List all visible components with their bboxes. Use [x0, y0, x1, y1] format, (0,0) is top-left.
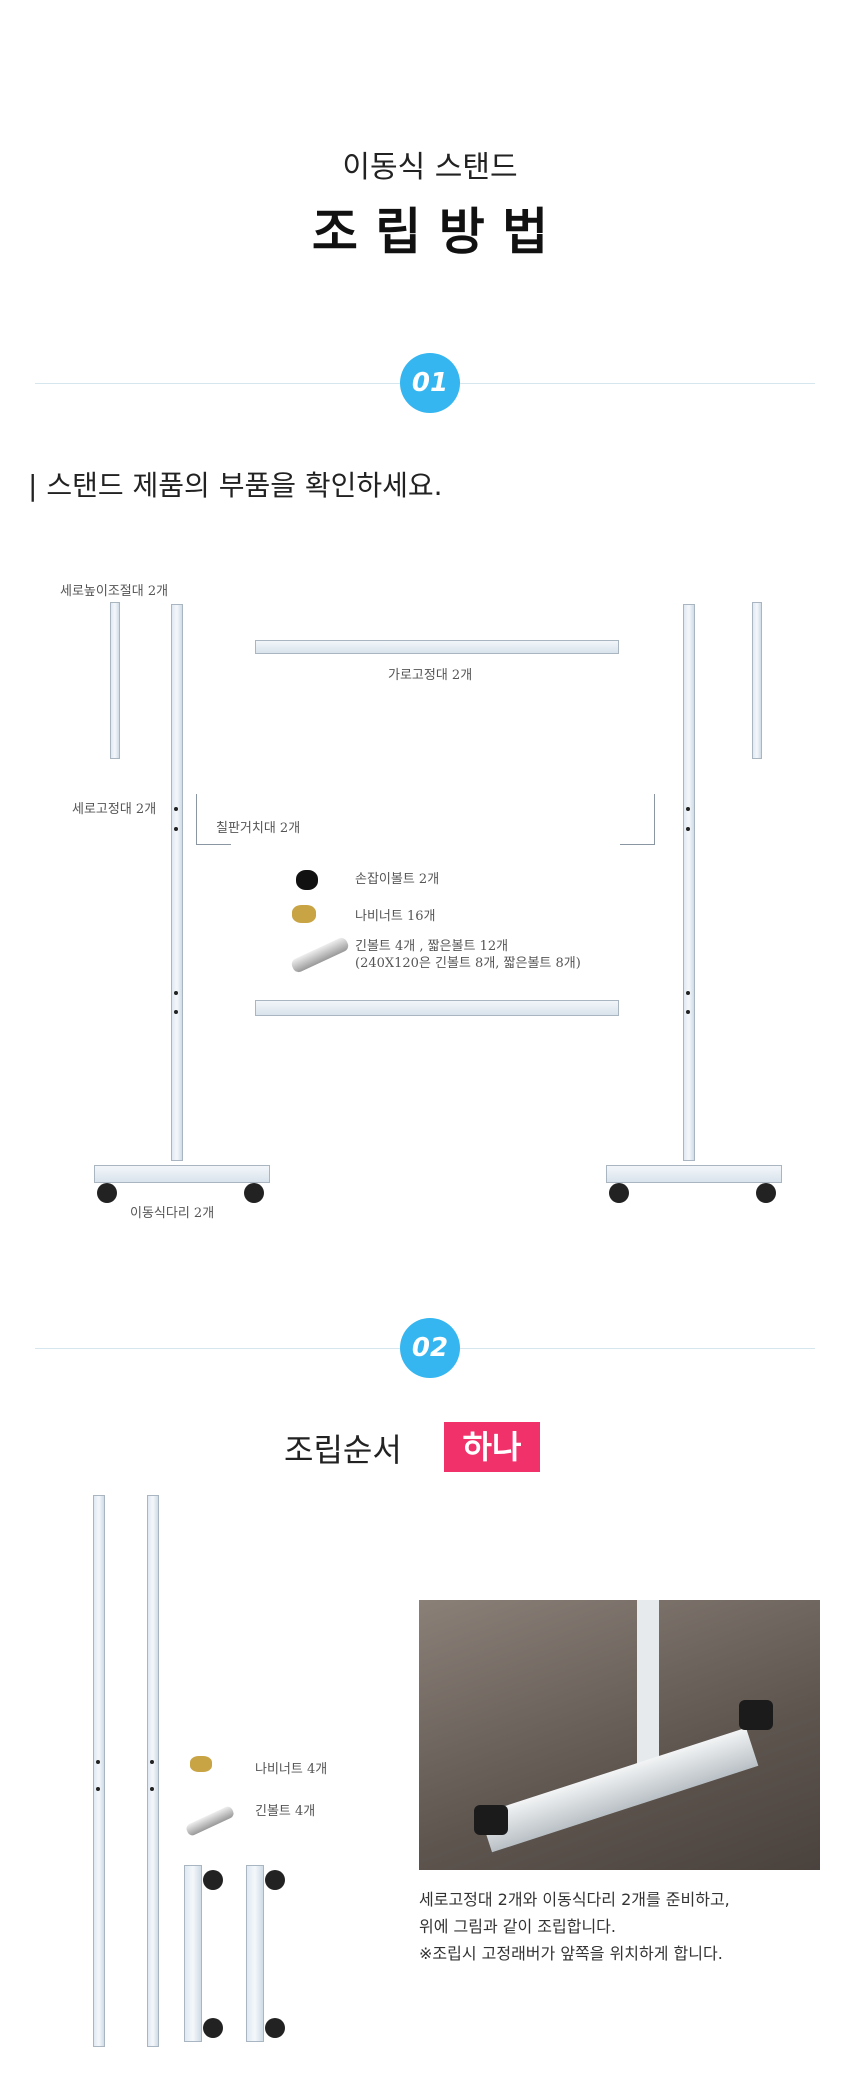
vertical-bar-left — [171, 604, 183, 1161]
leg — [246, 1865, 264, 2042]
leg-right — [606, 1165, 782, 1183]
label-knob-bolt: 손잡이볼트 2개 — [355, 872, 440, 887]
label-wing-nut: 나비너트 4개 — [255, 1762, 328, 1777]
vertical-bar — [147, 1495, 159, 2047]
leg — [184, 1865, 202, 2042]
description-line: 위에 그림과 같이 조립합니다. — [419, 1917, 616, 1936]
knob-bolt-icon — [296, 870, 318, 890]
assembly-photo — [419, 1600, 820, 1870]
cross-bar-top — [255, 640, 619, 654]
label-height-bar: 세로높이조절대 2개 — [60, 584, 169, 599]
step2-heading: 조립순서 — [284, 1431, 402, 1469]
cross-bar-bottom — [255, 1000, 619, 1016]
step2-highlight: 하나 — [444, 1422, 540, 1472]
height-bar-left — [110, 602, 120, 759]
leg-left — [94, 1165, 270, 1183]
step-badge-01: 01 — [400, 353, 460, 413]
label-wing-nut: 나비너트 16개 — [355, 909, 436, 924]
step2-description: 세로고정대 2개와 이동식다리 2개를 준비하고, 위에 그림과 같이 조립합니… — [419, 1886, 730, 1967]
wing-nut-icon — [292, 905, 316, 923]
label-board-holder: 칠판거치대 2개 — [216, 821, 301, 836]
description-line: 세로고정대 2개와 이동식다리 2개를 준비하고, — [419, 1890, 730, 1909]
bolt-icon — [184, 1804, 236, 1838]
label-cross-bar: 가로고정대 2개 — [388, 668, 473, 683]
board-holder-right — [620, 794, 655, 845]
step1-heading: | 스탠드 제품의 부품을 확인하세요. — [28, 469, 443, 502]
vertical-bar — [93, 1495, 105, 2047]
vertical-bar-right — [683, 604, 695, 1161]
height-bar-right — [752, 602, 762, 759]
bolt-icon — [289, 935, 351, 975]
wing-nut-icon — [190, 1756, 212, 1772]
label-vertical-bar: 세로고정대 2개 — [72, 802, 157, 817]
board-holder-left — [196, 794, 231, 845]
step-badge-02: 02 — [400, 1318, 460, 1378]
label-long-bolt: 긴볼트 4개 — [255, 1804, 316, 1819]
label-leg: 이동식다리 2개 — [130, 1206, 215, 1221]
label-bolts: 긴볼트 4개 , 짧은볼트 12개 — [355, 939, 509, 954]
subtitle: 이동식 스탠드 — [342, 150, 518, 185]
page-title: 조 립 방 법 — [311, 203, 549, 261]
label-bolts-note: (240X120은 긴볼트 8개, 짧은볼트 8개) — [355, 956, 581, 971]
description-line: ※조립시 고정래버가 앞쪽을 위치하게 합니다. — [419, 1944, 723, 1963]
